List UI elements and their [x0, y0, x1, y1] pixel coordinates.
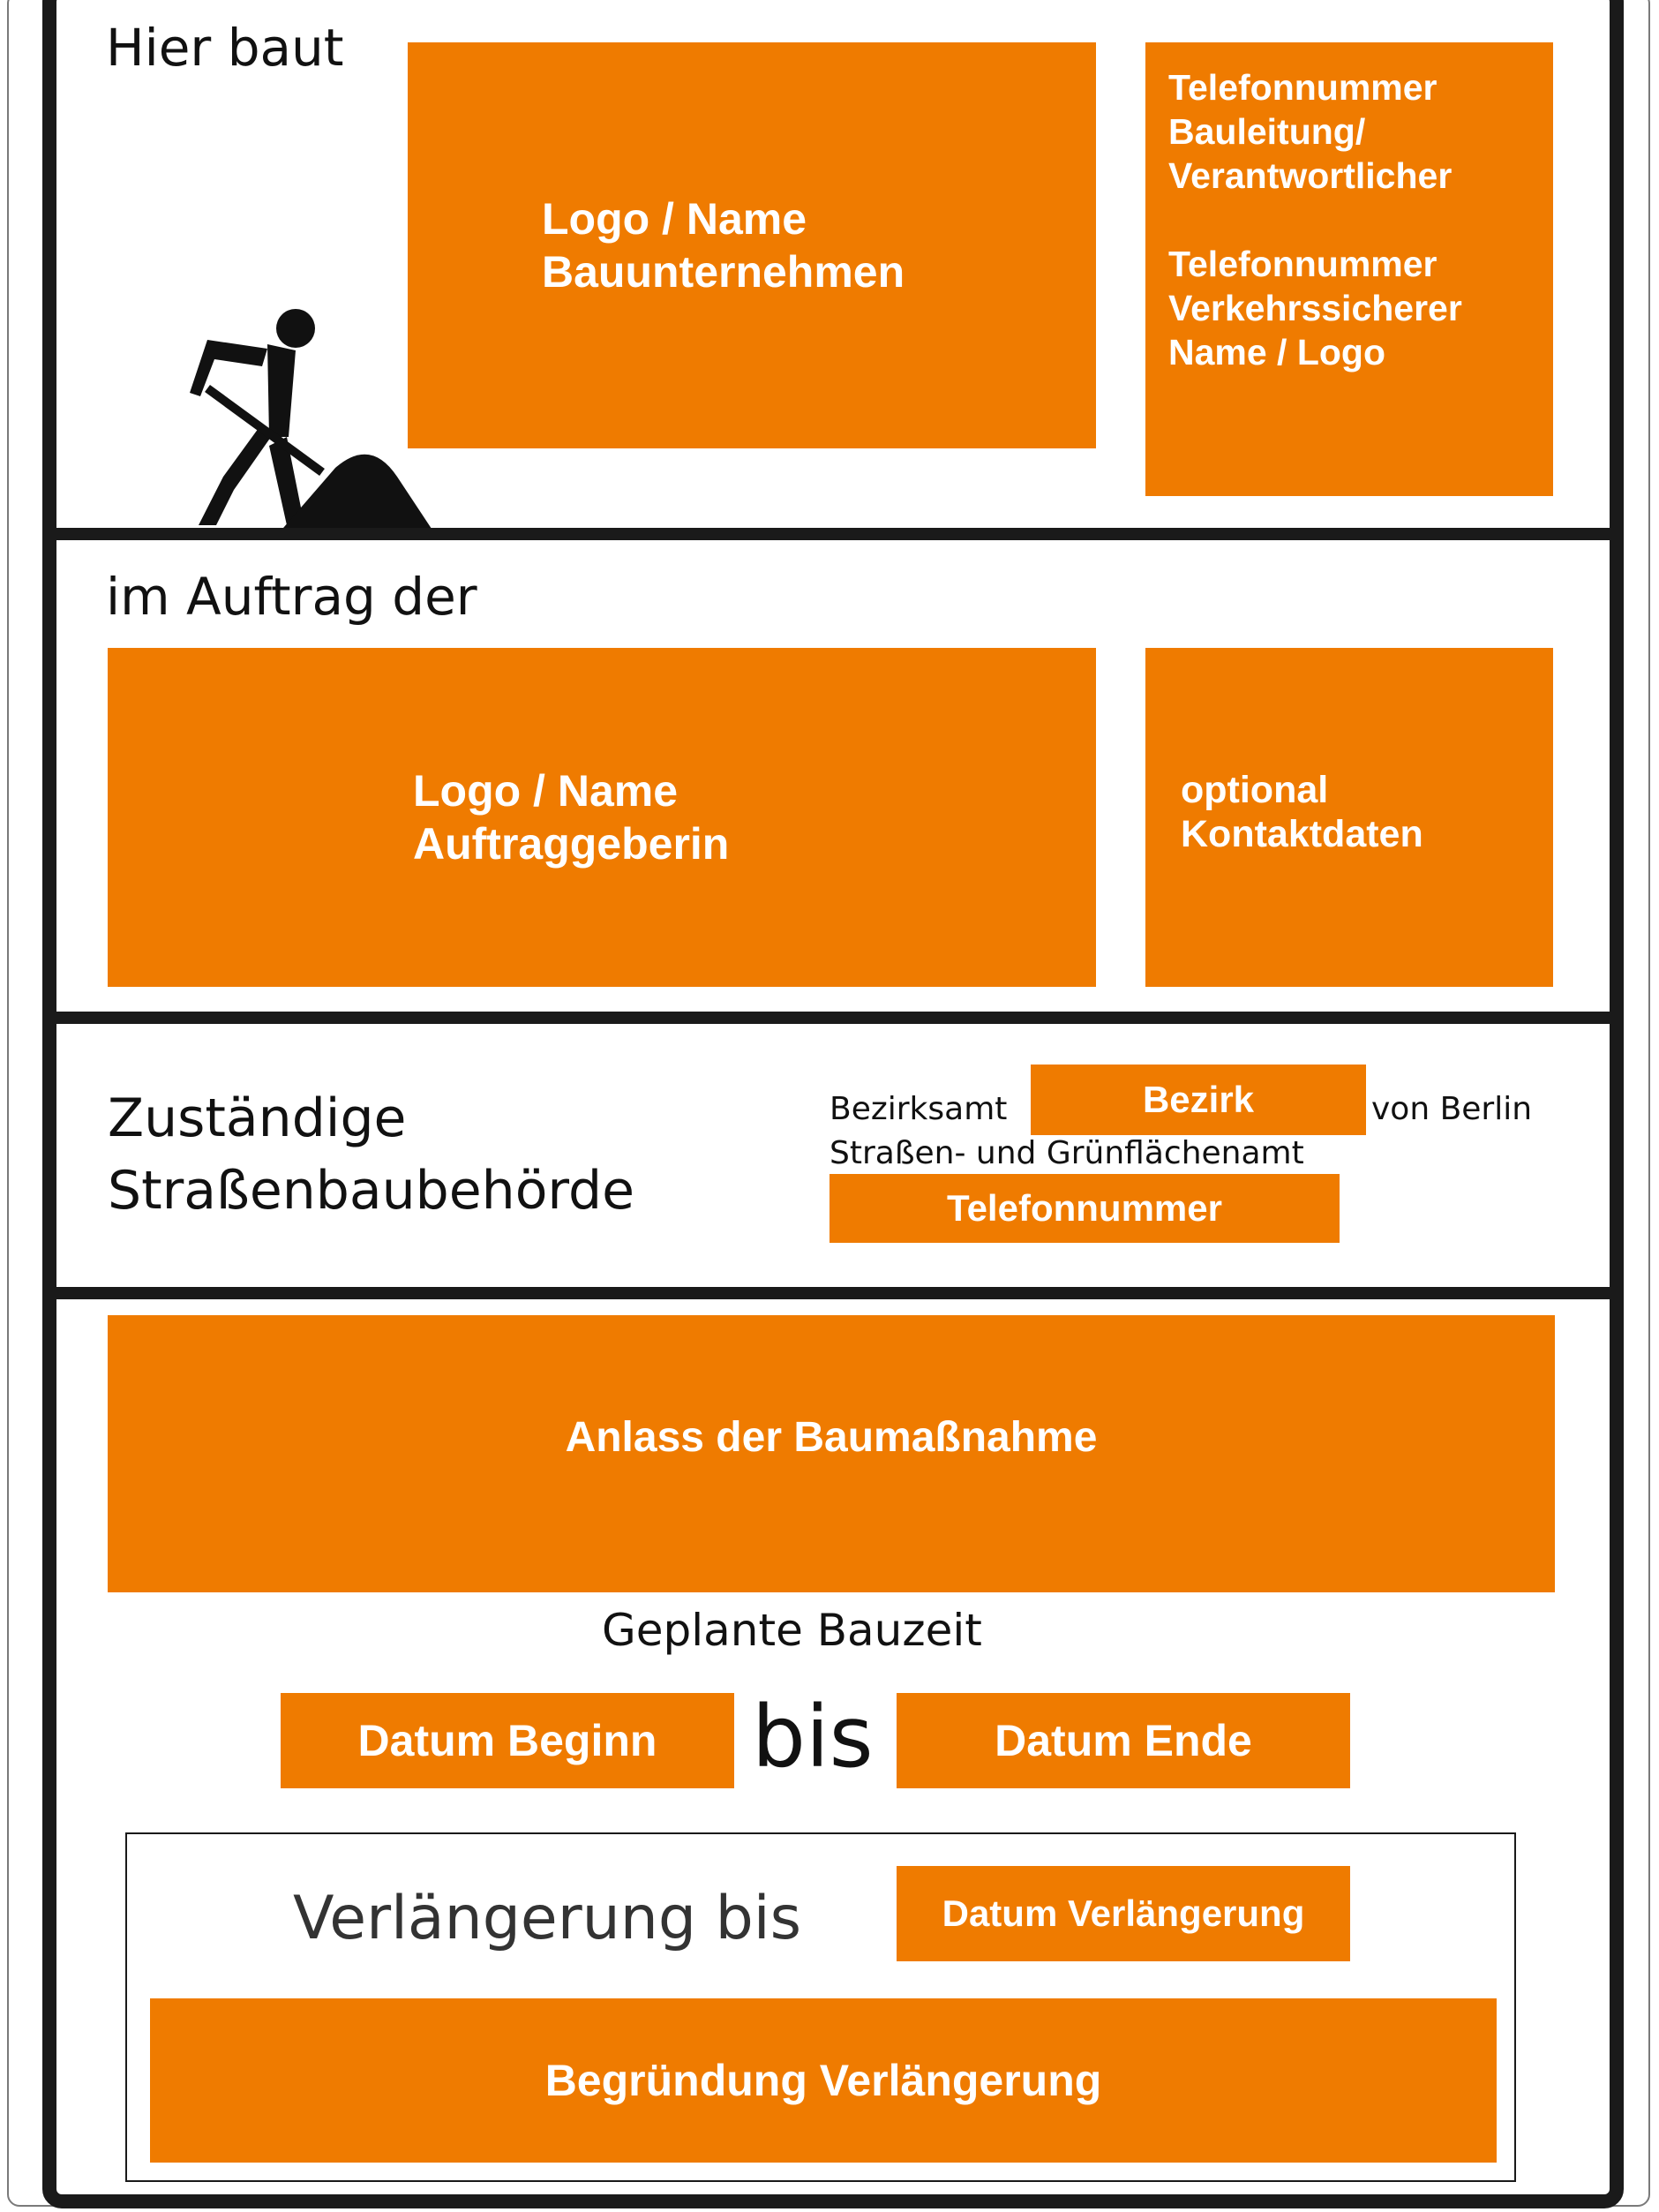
bis-label: bis [752, 1688, 874, 1787]
section-divider [55, 1287, 1611, 1299]
builder-logo-box: Logo / Name Bauunternehmen [408, 42, 1096, 448]
extension-date-field: Datum Verlängerung [897, 1866, 1350, 1961]
end-date-field: Datum Ende [897, 1693, 1350, 1788]
section-divider [55, 1012, 1611, 1024]
construction-worker-icon [190, 309, 435, 534]
telefon-field: Telefonnummer [830, 1174, 1340, 1243]
client-contact-box: optional Kontaktdaten [1145, 648, 1553, 987]
amt-label: Straßen- und Grünflächenamt [830, 1135, 1304, 1171]
extension-label: Verlängerung bis [293, 1884, 802, 1953]
builder-contact-box: Telefonnummer Bauleitung/ Verantwortlich… [1145, 42, 1553, 496]
bezirksamt-label: Bezirksamt [830, 1091, 1008, 1127]
von-berlin-label: von Berlin [1371, 1091, 1533, 1127]
extension-reason-box: Begründung Verlängerung [150, 1998, 1497, 2163]
section-divider [55, 528, 1611, 540]
client-heading: im Auftrag der [106, 567, 477, 627]
start-date-field: Datum Beginn [281, 1693, 734, 1788]
authority-heading: Zuständige Straßenbaubehörde [108, 1087, 635, 1222]
planned-label: Geplante Bauzeit [602, 1605, 982, 1656]
bezirk-field: Bezirk [1031, 1065, 1366, 1135]
reason-box: Anlass der Baumaßnahme [108, 1315, 1555, 1592]
client-logo-box: Logo / Name Auftraggeberin [108, 648, 1096, 987]
builder-heading: Hier baut [106, 18, 344, 78]
extension-box [125, 1832, 1516, 2182]
sign-frame [42, 0, 1624, 2208]
